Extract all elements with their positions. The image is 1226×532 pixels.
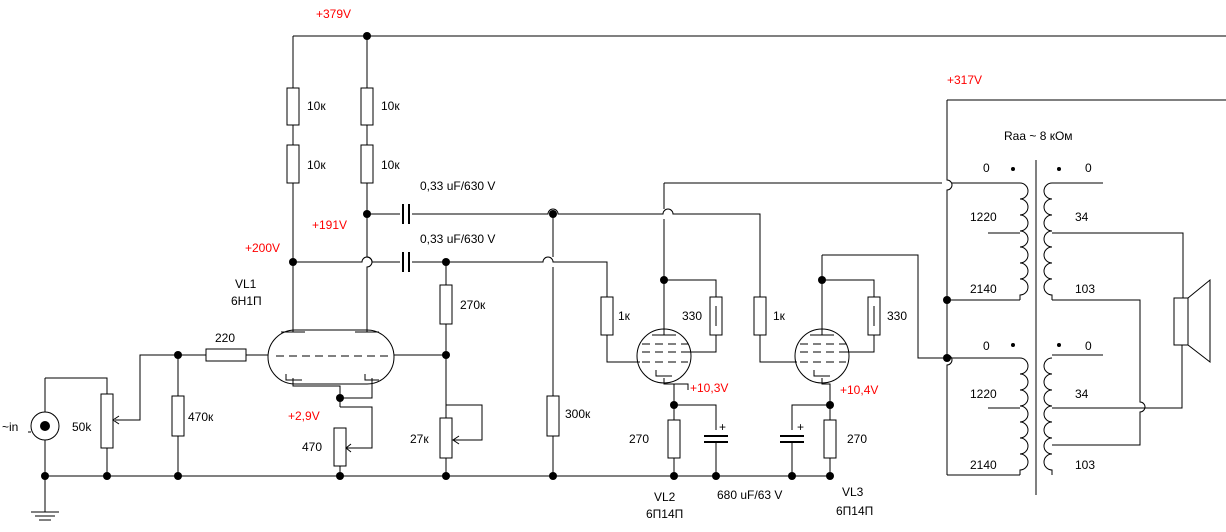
label-vl3-cathode: +10,4V xyxy=(840,383,878,397)
label-input: ~in xyxy=(2,420,18,434)
label-r-screen-vl2: 330 xyxy=(682,309,702,323)
label-pot-feedback: 27к xyxy=(410,432,429,446)
tube-vl1 xyxy=(267,329,395,385)
label-vl2-designator: VL2 xyxy=(654,490,676,504)
label-screen-voltage: +317V xyxy=(947,73,982,87)
label-r-grid-vl3: 300к xyxy=(565,407,591,421)
tube-vl2 xyxy=(636,328,692,384)
resistor-grid-upper xyxy=(439,284,453,325)
label-r-grid-stop-vl2: 1к xyxy=(618,309,631,323)
resistor-top-right-2 xyxy=(360,144,374,184)
label-vl1-type: 6Н1П xyxy=(231,294,262,308)
label-upper-primary-2140: 2140 xyxy=(970,282,997,296)
resistor-top-left-2 xyxy=(286,144,300,184)
resistor-input-series xyxy=(205,348,247,362)
label-lower-primary-1220: 1220 xyxy=(970,387,997,401)
potentiometer-input xyxy=(100,393,114,449)
resistor-bodies xyxy=(100,87,881,467)
transformer-labels: Raa ~ 8 кОм 0 1220 2140 0 34 103 0 1220 … xyxy=(970,129,1095,472)
label-r-top-right-1: 10к xyxy=(381,99,400,113)
label-r-cathode-vl2: 270 xyxy=(629,432,649,446)
resistor-grid-vl3 xyxy=(546,395,560,437)
capacitor-symbols xyxy=(402,204,804,443)
label-b-plus: +379V xyxy=(316,7,351,21)
junctions xyxy=(41,32,951,480)
label-upper-primary-1220: 1220 xyxy=(970,210,997,224)
label-r-grid-stop-vl3: 1к xyxy=(773,309,786,323)
tube-vl3 xyxy=(794,328,850,384)
speaker-icon xyxy=(1173,278,1211,364)
label-r-cathode-vl3: 270 xyxy=(847,432,867,446)
label-pot-input: 50k xyxy=(72,420,92,434)
label-lower-primary-2140: 2140 xyxy=(970,458,997,472)
label-upper-primary-0: 0 xyxy=(983,161,990,175)
label-r-top-left-2: 10к xyxy=(307,158,326,172)
label-vl1-anode-left: +200V xyxy=(245,241,280,255)
label-r-top-left-1: 10к xyxy=(307,99,326,113)
label-r-top-right-2: 10к xyxy=(381,158,400,172)
label-upper-secondary-0: 0 xyxy=(1085,161,1092,175)
resistor-cathode-vl2 xyxy=(667,419,681,459)
label-r-input-ground: 470к xyxy=(188,410,214,424)
resistor-cathode-vl1 xyxy=(333,427,347,467)
resistor-grid-stop-vl3 xyxy=(753,296,767,336)
label-upper-secondary-103: 103 xyxy=(1075,282,1095,296)
resistor-grid-stop-vl2 xyxy=(600,296,614,336)
capacitor-coupling-lower xyxy=(402,252,410,272)
resistor-top-right-1 xyxy=(360,87,374,126)
label-r-cathode-vl1: 470 xyxy=(302,440,322,454)
potentiometer-feedback xyxy=(439,417,453,459)
input-jack xyxy=(28,411,60,441)
label-vl1-anode-right: +191V xyxy=(312,218,347,232)
label-c-coupling-upper: 0,33 uF/630 V xyxy=(420,179,495,193)
label-upper-secondary-34: 34 xyxy=(1075,210,1089,224)
output-transformer-lower xyxy=(947,343,1061,476)
label-vl1-designator: VL1 xyxy=(235,277,257,291)
label-c-coupling-lower: 0,33 uF/630 V xyxy=(420,232,495,246)
label-lower-secondary-34: 34 xyxy=(1075,387,1089,401)
resistor-cathode-vl3 xyxy=(823,419,837,459)
resistor-input-ground xyxy=(171,395,185,437)
label-transformer-impedance: Raa ~ 8 кОм xyxy=(1004,129,1073,143)
label-c-cathode-bypass: 680 uF/63 V xyxy=(717,488,782,502)
label-vl2-type: 6П14П xyxy=(646,507,683,521)
label-lower-primary-0: 0 xyxy=(983,339,990,353)
label-cap-plus-vl3: + xyxy=(797,420,804,434)
label-cap-plus-vl2: + xyxy=(719,420,726,434)
wiring xyxy=(31,35,1226,521)
label-lower-secondary-0: 0 xyxy=(1085,339,1092,353)
label-vl3-type: 6П14П xyxy=(836,504,873,518)
capacitor-bypass-vl3 xyxy=(780,435,804,443)
label-r-input-series: 220 xyxy=(215,331,235,345)
label-r-screen-vl3: 330 xyxy=(887,309,907,323)
capacitor-coupling-upper xyxy=(402,204,410,224)
resistor-top-left-1 xyxy=(286,87,300,126)
component-labels: 10к 10к 10к 10к 0,33 uF/630 V 0,33 uF/63… xyxy=(2,99,907,521)
label-vl1-cathode: +2,9V xyxy=(288,409,320,423)
label-lower-secondary-103: 103 xyxy=(1075,458,1095,472)
label-vl2-cathode: +10,3V xyxy=(690,381,728,395)
voltage-labels: +379V +317V +200V +191V +2,9V +10,3V +10… xyxy=(245,7,982,423)
capacitor-bypass-vl2 xyxy=(704,435,728,443)
output-transformer-upper xyxy=(988,167,1061,300)
label-r-grid-upper: 270к xyxy=(460,298,486,312)
label-vl3-designator: VL3 xyxy=(842,485,864,499)
